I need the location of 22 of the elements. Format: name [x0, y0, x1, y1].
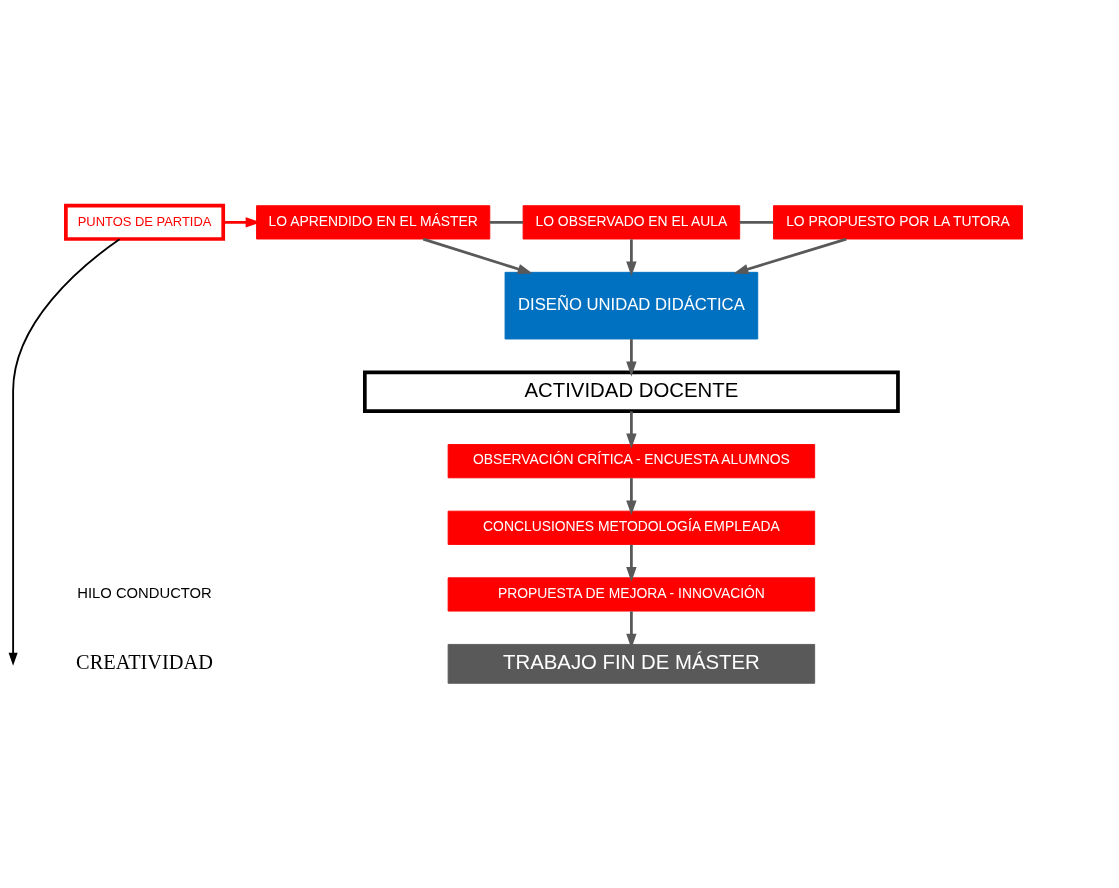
node-box: LO APRENDIDO EN EL MÁSTER	[256, 204, 491, 239]
node-box: LO PROPUESTO POR LA TUTORA	[773, 204, 1023, 239]
arrow	[626, 238, 637, 276]
label: CREATIVIDAD	[76, 650, 213, 673]
node-box: ACTIVIDAD DOCENTE	[362, 369, 900, 413]
arrow	[626, 477, 637, 515]
arrow	[626, 338, 637, 376]
arrow	[626, 411, 637, 448]
arrow	[422, 237, 533, 274]
node-box: CONCLUSIONES METODOLOGÍA EMPLEADA	[447, 510, 816, 545]
node-box: LO OBSERVADO EN EL AULA	[522, 204, 741, 239]
node-box: PUNTOS DE PARTIDA	[64, 203, 226, 241]
connector	[739, 220, 774, 224]
arrow	[626, 544, 637, 582]
node-box: DISEÑO UNIDAD DIDÁCTICA	[504, 271, 759, 339]
arrow	[733, 237, 847, 274]
label: HILO CONDUCTOR	[77, 584, 212, 601]
connector	[489, 220, 524, 224]
arrow	[8, 237, 121, 666]
node-box: TRABAJO FIN DE MÁSTER	[447, 643, 816, 684]
node-box: PROPUESTA DE MEJORA - INNOVACIÓN	[447, 576, 816, 612]
node-box: OBSERVACIÓN CRÍTICA - ENCUESTA ALUMNOS	[447, 443, 816, 478]
